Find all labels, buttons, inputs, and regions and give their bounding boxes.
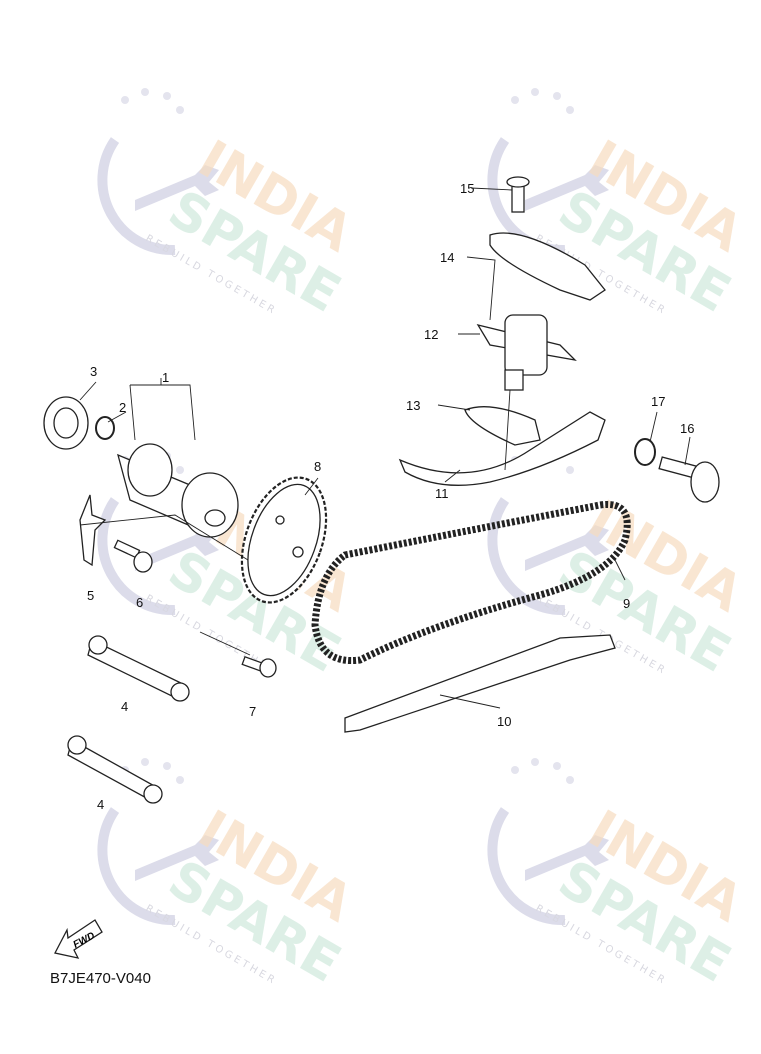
gasket-13 xyxy=(464,406,541,446)
callout-13: 13 xyxy=(406,398,420,413)
pivot-bolt-16 xyxy=(658,456,720,503)
bolt-15 xyxy=(506,176,530,213)
callout-6: 6 xyxy=(136,595,143,610)
callout-10: 10 xyxy=(497,714,511,729)
washer-17 xyxy=(634,438,656,466)
callout-15: 15 xyxy=(460,181,474,196)
camshaft xyxy=(117,443,239,538)
callout-2: 2 xyxy=(119,400,126,415)
cam-sprocket xyxy=(240,476,328,604)
watermarks xyxy=(102,88,752,995)
callout-17: 17 xyxy=(651,394,665,409)
chain-tensioner xyxy=(476,314,577,391)
o-ring xyxy=(95,416,115,440)
diagram-code: B7JE470-V040 xyxy=(50,970,151,987)
callout-16: 16 xyxy=(680,421,694,436)
bolt-6 xyxy=(113,539,153,573)
callout-4a: 4 xyxy=(121,699,128,714)
callout-3: 3 xyxy=(90,364,97,379)
callout-14: 14 xyxy=(440,250,454,265)
callout-1: 1 xyxy=(162,370,169,385)
bolt-7 xyxy=(241,655,277,678)
gasket-14 xyxy=(489,232,606,301)
fwd-arrow-icon: FWD xyxy=(54,919,103,959)
callout-5: 5 xyxy=(87,588,94,603)
callout-11: 11 xyxy=(435,486,449,501)
callout-9: 9 xyxy=(623,596,630,611)
callout-7: 7 xyxy=(249,704,256,719)
link-plate-upper xyxy=(87,635,190,702)
tensioner-guide xyxy=(398,411,606,486)
leader-lines xyxy=(79,187,691,709)
link-plate-lower xyxy=(67,735,163,804)
cam-chain xyxy=(311,500,631,665)
decompression-plate xyxy=(79,494,107,567)
callout-4b: 4 xyxy=(97,797,104,812)
chain-guide xyxy=(344,634,616,733)
callout-12: 12 xyxy=(424,327,438,342)
bearing xyxy=(43,396,89,450)
callout-8: 8 xyxy=(314,459,321,474)
